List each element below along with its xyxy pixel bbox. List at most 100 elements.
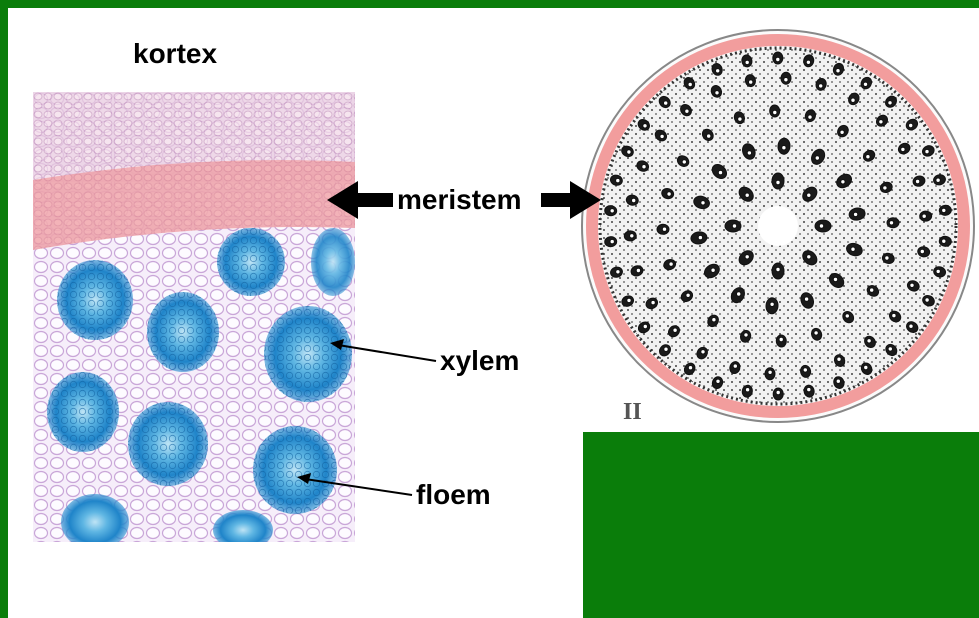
bundle-mark-core xyxy=(733,364,737,368)
bundle-mark-core xyxy=(616,270,620,274)
bundle-mark-core xyxy=(784,78,788,82)
bundle-mark-core xyxy=(885,256,889,260)
bundle-mark-core xyxy=(815,156,819,160)
bundle-mark-core xyxy=(837,357,841,361)
bundle-mark-core xyxy=(936,178,940,182)
bundle-mark-core xyxy=(630,234,634,238)
bundle-mark-core xyxy=(686,293,690,297)
bundle-mark-core xyxy=(744,333,748,337)
bundle-mark-core xyxy=(732,224,736,228)
bundle-mark-core xyxy=(836,69,840,73)
bundle-mark-core xyxy=(667,192,671,196)
bundle-mark-core xyxy=(737,292,741,296)
bundle-mark-core xyxy=(660,134,664,138)
bundle-mark-core xyxy=(701,201,705,205)
bundle-mark-core xyxy=(870,288,874,292)
bundle-mark-core xyxy=(879,120,883,124)
bundle-mark-core xyxy=(942,208,946,212)
bundle-mark-core xyxy=(610,209,614,213)
bundle-mark-core xyxy=(642,165,646,169)
bundle-mark-core xyxy=(942,239,946,243)
bundle-mark-core xyxy=(749,80,753,84)
bundle-mark-core xyxy=(806,60,810,64)
top-border xyxy=(0,0,979,8)
bundle-mark-core xyxy=(782,146,786,150)
bundle-mark-core xyxy=(920,249,924,253)
green-panel xyxy=(583,432,979,618)
bundle-mark-core xyxy=(841,180,845,184)
bundle-mark-core xyxy=(712,318,716,322)
bundle-mark-core xyxy=(807,255,811,259)
bundle-mark-core xyxy=(664,347,668,351)
bundle-mark-core xyxy=(707,134,711,138)
bundle-mark-core xyxy=(807,193,811,197)
bundle-mark-core xyxy=(716,379,720,383)
figure-number: II xyxy=(623,399,642,426)
bundle-mark-core xyxy=(662,227,666,231)
bundle-mark-core xyxy=(682,160,686,164)
bundle-mark-core xyxy=(888,347,892,351)
bundle-mark-core xyxy=(685,109,689,113)
bundle-mark-core xyxy=(738,117,742,121)
bundle-mark-core xyxy=(651,300,655,304)
bundle-mark-core xyxy=(776,57,780,61)
bundle-mark-core xyxy=(925,149,929,153)
bundle-mark-core xyxy=(840,130,844,134)
xylem-label: xylem xyxy=(440,345,519,377)
bundle-mark-core xyxy=(711,268,715,272)
bundle-mark-core xyxy=(866,155,870,159)
bundle-mark-core xyxy=(643,124,647,128)
bundle-mark-core xyxy=(770,302,774,306)
meristem-label: meristem xyxy=(397,184,522,216)
bundle-mark-core xyxy=(627,298,631,302)
bundle-mark-core xyxy=(807,387,811,391)
bundle-mark-core xyxy=(888,101,892,105)
bundle-mark-core xyxy=(922,214,926,218)
bundle-mark-core xyxy=(925,298,929,302)
stem-cross-section-drawing xyxy=(578,28,979,424)
bundle-mark-core xyxy=(716,69,720,73)
floem-label: floem xyxy=(416,479,491,511)
bundle-mark-core xyxy=(779,337,783,341)
bundle-mark-core xyxy=(851,247,855,251)
bundle-mark-core xyxy=(910,283,914,287)
bundle-mark-core xyxy=(909,123,913,127)
bundle-mark-core xyxy=(745,388,749,392)
bundle-mark-core xyxy=(804,297,808,301)
bundle-mark-core xyxy=(669,262,673,266)
bundle-mark-core xyxy=(845,314,849,318)
bundle-mark-core xyxy=(745,255,749,259)
bundle-mark-core xyxy=(863,82,867,86)
bundle-mark-core xyxy=(768,370,772,374)
bundle-mark-core xyxy=(892,313,896,317)
bundle-mark-core xyxy=(701,350,705,354)
bundle-mark-core xyxy=(715,91,719,95)
bundle-mark-core xyxy=(747,151,751,155)
bundle-mark-core xyxy=(673,328,677,332)
bundle-mark-core xyxy=(909,324,913,328)
bundle-mark-core xyxy=(776,180,780,184)
bundle-mark-core xyxy=(836,379,840,383)
stem-micrograph xyxy=(33,92,355,542)
bundle-mark-core xyxy=(864,365,868,369)
bundle-mark-core xyxy=(643,324,647,328)
bundle-mark-core xyxy=(915,179,919,183)
bundle-mark-core xyxy=(814,331,818,335)
bundle-mark-core xyxy=(610,239,614,243)
bundle-mark-core xyxy=(773,110,777,114)
bundle-mark-core xyxy=(698,235,702,239)
bundle-mark-core xyxy=(664,101,668,105)
bundle-mark-core xyxy=(819,84,823,88)
bundle-mark-core xyxy=(889,221,893,225)
bundle-mark-core xyxy=(851,98,855,102)
bundle-mark-core xyxy=(745,60,749,64)
bundle-mark-core xyxy=(688,82,692,86)
bundle-mark-core xyxy=(833,277,837,281)
bundle-mark-core xyxy=(745,193,749,197)
bundle-mark-core xyxy=(776,390,780,394)
bundle-mark-core xyxy=(867,339,871,343)
bundle-mark-core xyxy=(853,212,857,216)
bundle-mark-core xyxy=(936,269,940,273)
left-border xyxy=(0,0,8,618)
bundle-mark-core xyxy=(616,178,620,182)
